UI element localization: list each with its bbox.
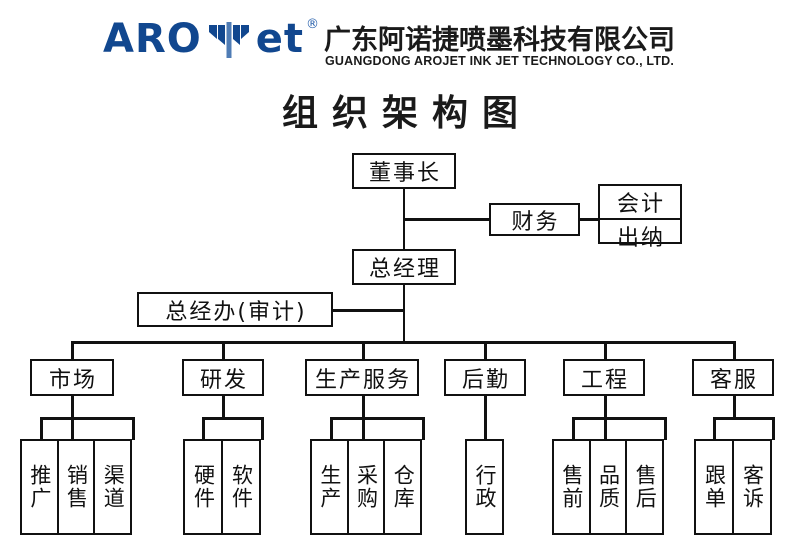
group-service-children: 跟单 客诉 (694, 439, 772, 535)
page-title: 组织架构图 (281, 93, 532, 134)
node-quality: 品质 (588, 441, 626, 533)
registered-trademark-icon: ® (306, 17, 320, 32)
connector-service-child-2 (772, 417, 775, 440)
connector-drop-production (362, 341, 365, 360)
node-cashier: 出纳 (600, 218, 680, 252)
logo-text-et: et (255, 16, 305, 62)
connector-chairman-down (402, 189, 405, 215)
logo-text-aro: ARO (103, 16, 202, 62)
node-hardware: 硬件 (191, 464, 216, 510)
company-name-english: GUANGDONG AROJET INK JET TECHNOLOGY CO.,… (325, 54, 675, 68)
connector-production-child-3 (422, 417, 425, 440)
connector-market-child-2 (71, 417, 74, 440)
connector-rd-bar (202, 417, 263, 420)
connector-production-child-2 (362, 417, 365, 440)
node-general-manager: 总经理 (352, 249, 456, 285)
connector-chairman-to-finance (402, 218, 490, 221)
node-production: 生产 (317, 464, 342, 510)
node-purchasing: 采购 (346, 441, 384, 533)
connector-department-bus (71, 341, 735, 344)
group-logistics-children: 行政 (465, 439, 504, 535)
node-software: 软件 (221, 441, 259, 533)
node-chairman: 董事长 (352, 153, 456, 189)
connector-market-child-3 (132, 417, 135, 440)
connector-drop-service (733, 341, 736, 360)
node-accountant: 会计 (616, 192, 665, 217)
node-presales: 售前 (559, 464, 584, 510)
connector-drop-engineering (604, 341, 607, 360)
leaf-mark-icon (208, 19, 250, 59)
node-customer-complaint: 客诉 (732, 441, 770, 533)
connector-chairman-to-gm (402, 215, 405, 250)
company-name-chinese: 广东阿诺捷喷墨科技有限公司 (324, 25, 675, 56)
node-aftersales: 售后 (625, 441, 662, 533)
connector-engineering-bar (572, 417, 666, 420)
node-department-rd: 研发 (182, 359, 264, 396)
connector-gm-to-gm-office (332, 309, 403, 312)
connector-gm-down (402, 285, 405, 342)
connector-market-child-1 (40, 417, 43, 440)
connector-production-bar (330, 417, 424, 420)
node-department-engineering: 工程 (563, 359, 645, 396)
connector-engineering-stem (604, 396, 607, 418)
node-finance-children: 会计 出纳 (598, 184, 682, 251)
connector-finance-to-accounting (580, 218, 599, 221)
node-department-market: 市场 (30, 359, 114, 396)
connector-rd-child-1 (202, 417, 205, 440)
node-warehouse: 仓库 (383, 441, 420, 533)
node-department-logistics: 后勤 (444, 359, 526, 396)
connector-market-bar (40, 417, 134, 420)
group-market-children: 推广 销售 渠道 (20, 439, 132, 535)
connector-rd-stem (222, 396, 225, 418)
connector-service-child-1 (713, 417, 716, 440)
node-department-customer-service: 客服 (692, 359, 774, 396)
connector-production-child-1 (330, 417, 333, 440)
node-gm-office: 总经办(审计) (137, 292, 333, 327)
connector-engineering-child-3 (664, 417, 667, 440)
group-production-children: 生产 采购 仓库 (310, 439, 422, 535)
connector-drop-logistics (484, 341, 487, 360)
node-promotion: 推广 (27, 464, 52, 510)
connector-market-stem (71, 396, 74, 418)
connector-drop-market (71, 341, 74, 360)
company-logo: ARO et ® (103, 16, 319, 62)
node-administration: 行政 (473, 464, 497, 510)
group-engineering-children: 售前 品质 售后 (552, 439, 664, 535)
connector-service-bar (713, 417, 774, 420)
connector-drop-rd (222, 341, 225, 360)
company-header: ARO et ® 广东阿诺捷喷墨科技有限公司 GUANGDONG AROJET … (0, 0, 800, 78)
node-channel: 渠道 (93, 441, 130, 533)
connector-logistics-stem (484, 396, 487, 440)
node-order-follow-up: 跟单 (702, 464, 727, 510)
connector-rd-child-2 (261, 417, 264, 440)
node-finance: 财务 (489, 203, 580, 236)
node-sales: 销售 (56, 441, 94, 533)
node-department-production-service: 生产服务 (305, 359, 419, 396)
connector-engineering-child-1 (572, 417, 575, 440)
connector-production-stem (362, 396, 365, 418)
connector-service-stem (733, 396, 736, 418)
connector-engineering-child-2 (604, 417, 607, 440)
group-rd-children: 硬件 软件 (183, 439, 261, 535)
